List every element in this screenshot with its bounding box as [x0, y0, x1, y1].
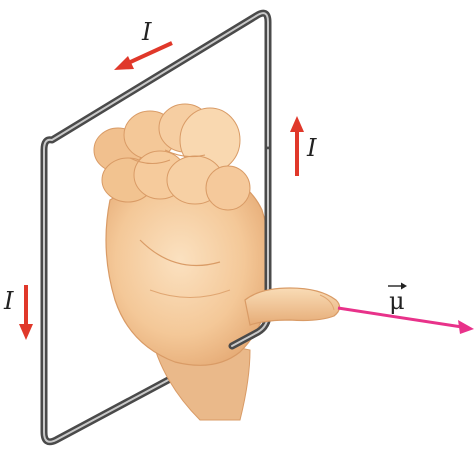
- current-label-left: I: [4, 289, 13, 313]
- hand-icon: [94, 104, 270, 420]
- magnetic-moment-label: μ: [386, 280, 408, 314]
- mu-symbol: μ: [389, 289, 405, 313]
- curled-fingers: [94, 104, 250, 210]
- current-arrow-top: [114, 43, 172, 70]
- current-arrow-right: [290, 116, 304, 176]
- current-label-top: I: [142, 20, 151, 44]
- current-label-right: I: [307, 136, 316, 160]
- current-arrow-left: [19, 285, 33, 340]
- thumb: [245, 288, 340, 325]
